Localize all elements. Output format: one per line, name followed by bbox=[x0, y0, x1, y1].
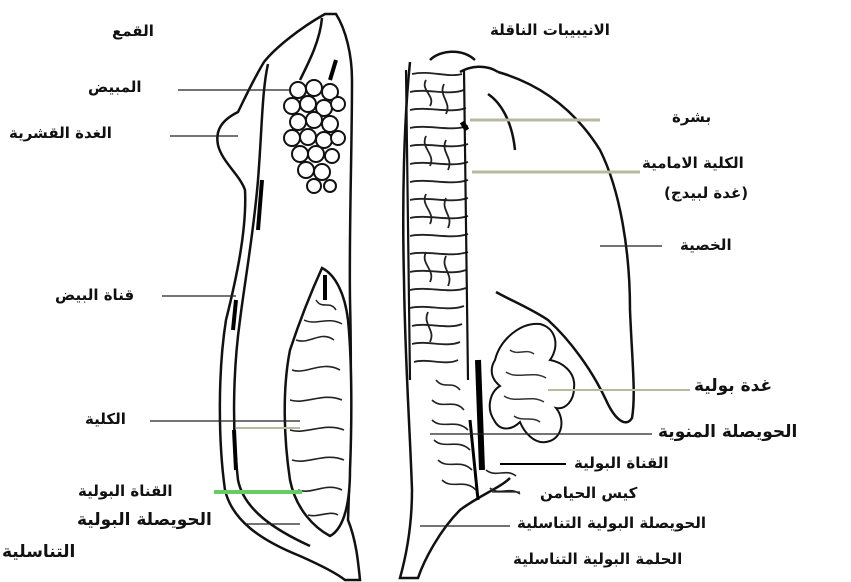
label-urogenital-vesicle-right: الحويصلة البولية التناسلية bbox=[517, 516, 706, 531]
label-cloaca: القمع bbox=[112, 24, 154, 39]
label-urogenital-papilla: الحلمة البولية التناسلية bbox=[513, 552, 682, 567]
anterior-kidney-tubules bbox=[406, 70, 468, 380]
label-epidermis: بشرة bbox=[672, 110, 711, 125]
label-oviduct: قناة البيض bbox=[55, 288, 134, 303]
label-urogenital-vesicle-left-1: الحويصلة البولية bbox=[77, 512, 212, 529]
left-kidney bbox=[285, 268, 352, 536]
label-sperm-sac: كيس الحيامن bbox=[540, 486, 637, 501]
seminal-vesicle bbox=[490, 324, 574, 442]
label-kidney-left: الكلية bbox=[85, 412, 126, 427]
label-shell-gland: الغدة القشرية bbox=[9, 126, 112, 141]
label-testis: الخصية bbox=[680, 238, 732, 253]
label-seminal-vesicle: الحويصلة المنوية bbox=[658, 424, 797, 441]
ovary-eggs bbox=[284, 80, 345, 193]
label-urogenital-vesicle-left-2: التناسلية bbox=[2, 544, 75, 561]
label-urinary-duct-left: القناة البولية bbox=[78, 484, 173, 499]
label-urinary-gland: غدة بولية bbox=[694, 378, 772, 395]
label-anterior-kidney-2: (غدة لبيدج) bbox=[664, 186, 748, 201]
label-anterior-kidney-1: الكلية الامامية bbox=[642, 156, 744, 171]
label-ovary: المبيض bbox=[88, 80, 142, 95]
label-efferent-tubules: الانيبيبات الناقلة bbox=[490, 23, 610, 38]
label-urinary-duct-right: القناة البولية bbox=[574, 456, 669, 471]
